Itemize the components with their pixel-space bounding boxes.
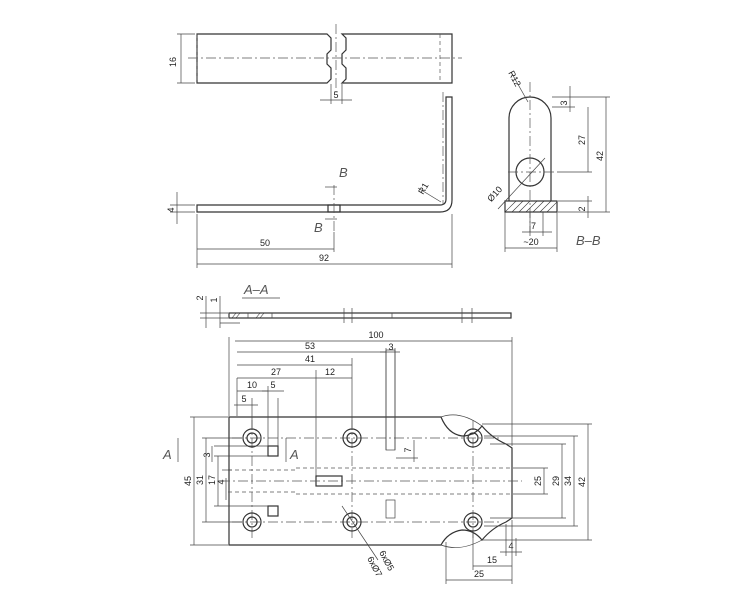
dim-31: 31: [195, 475, 205, 485]
top-view: 16 5: [168, 24, 462, 104]
main-view: 100 53 3 41 27 12 10 5 5 45 31: [162, 330, 592, 584]
hole-top-mid: [342, 428, 362, 448]
dim-41: 41: [305, 354, 315, 364]
dim-3-left: 3: [202, 452, 212, 457]
dim-r12: R12: [506, 69, 523, 88]
dim-92: 92: [319, 253, 329, 263]
dim-aa-2: 2: [195, 295, 205, 300]
dim-bb-2: 2: [577, 206, 587, 211]
dim-50: 50: [260, 238, 270, 248]
dim-bb-27: 27: [577, 135, 587, 145]
dim-bb-3: 3: [559, 100, 569, 105]
dim-12: 12: [325, 367, 335, 377]
hole-top-right: [463, 428, 483, 448]
section-bb-title: B–B: [576, 233, 601, 248]
dim-4-bottom: 4: [508, 541, 513, 551]
dim-7: 7: [403, 447, 413, 452]
dim-100: 100: [368, 330, 383, 340]
section-bb: R12 Ø10 3 27 42 2 7 ~20 B–B: [485, 69, 610, 252]
dim-5b: 5: [270, 380, 275, 390]
section-aa: 2 1 A–A: [195, 282, 512, 328]
side-view: R1 B B 4 50 92: [166, 92, 453, 268]
dim-thickness-4: 4: [166, 207, 176, 212]
dim-4-left: 4: [216, 479, 226, 484]
section-mark-a-left: A: [162, 447, 172, 462]
dim-bb-7: 7: [531, 221, 536, 231]
hole-bottom-right: [463, 512, 483, 532]
dim-3-top: 3: [388, 342, 393, 352]
dim-10: 10: [247, 380, 257, 390]
dim-bb-20: ~20: [523, 237, 538, 247]
dim-25-right: 25: [533, 476, 543, 486]
dim-25-bottom: 25: [474, 569, 484, 579]
dim-27: 27: [271, 367, 281, 377]
dim-r1: R1: [416, 181, 430, 196]
dim-aa-1: 1: [209, 297, 219, 302]
section-aa-title: A–A: [243, 282, 269, 297]
section-mark-a-right: A: [289, 447, 299, 462]
hole-bottom-left: [242, 512, 262, 532]
dim-34: 34: [563, 476, 573, 486]
dim-5a: 5: [241, 394, 246, 404]
dim-17: 17: [207, 475, 217, 485]
dim-bb-42: 42: [595, 151, 605, 161]
hole-bottom-mid: [342, 512, 362, 532]
section-mark-b-top: B: [339, 165, 348, 180]
dim-53: 53: [305, 341, 315, 351]
dim-42: 42: [577, 477, 587, 487]
dim-45: 45: [183, 476, 193, 486]
dim-29: 29: [551, 476, 561, 486]
section-mark-b-bottom: B: [314, 220, 323, 235]
dim-slot-5: 5: [333, 90, 338, 100]
dim-dia10: Ø10: [485, 184, 504, 203]
dim-16: 16: [168, 57, 178, 67]
dim-15: 15: [487, 555, 497, 565]
hole-top-left: [242, 428, 262, 448]
